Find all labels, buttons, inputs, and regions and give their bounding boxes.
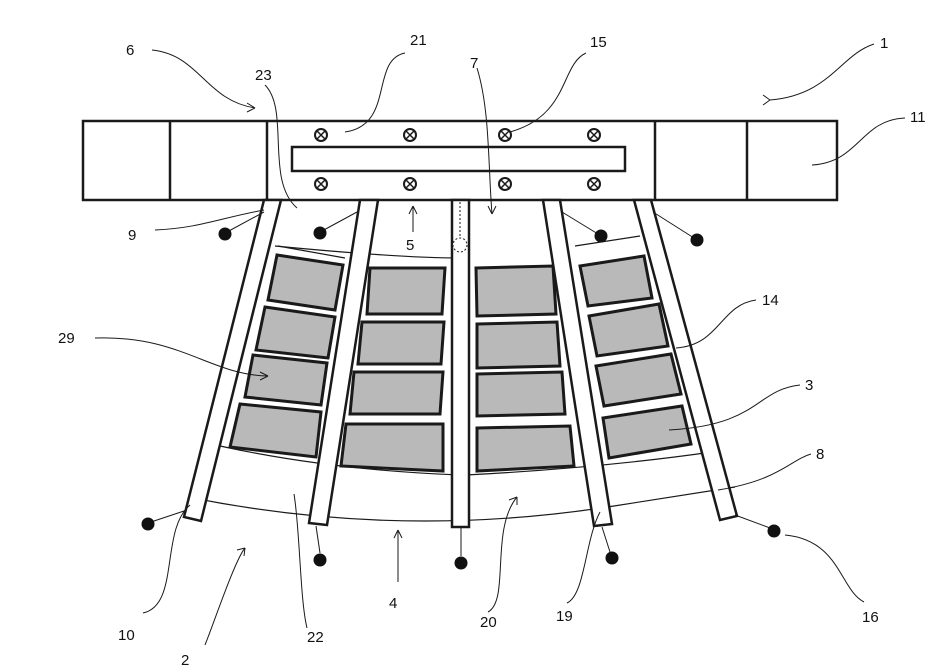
sensor-icon	[452, 237, 468, 253]
display-cell	[475, 424, 576, 473]
center-slot	[290, 145, 627, 173]
reference-numerals: 1 6 21 15 23 7 11 9 5 14 29 3 8 4 10 22 …	[58, 32, 926, 669]
screw-icon	[587, 128, 601, 142]
label-15: 15	[590, 34, 607, 51]
label-21: 21	[410, 32, 427, 49]
ball-pin	[690, 233, 704, 247]
display-cell	[475, 320, 562, 370]
label-7: 7	[470, 55, 478, 72]
display-cell	[356, 320, 446, 366]
display-cell	[266, 253, 345, 312]
display-cell	[365, 266, 447, 316]
label-29: 29	[58, 330, 75, 347]
rails	[182, 198, 739, 529]
ball-pin	[313, 553, 327, 567]
display-cell	[601, 404, 693, 460]
display-cell	[475, 370, 567, 418]
ball-pin	[605, 551, 619, 565]
label-14: 14	[762, 292, 779, 309]
display-cell	[254, 305, 337, 360]
rail	[541, 198, 614, 528]
label-2: 2	[181, 652, 189, 669]
top-beam	[81, 119, 839, 202]
display-cell	[228, 402, 323, 459]
label-8: 8	[816, 446, 824, 463]
label-1: 1	[880, 35, 888, 52]
ball-pin	[218, 227, 232, 241]
screw-icon	[587, 177, 601, 191]
display-cell	[243, 353, 329, 407]
ball-pin	[313, 226, 327, 240]
label-6: 6	[126, 42, 134, 59]
label-22: 22	[307, 629, 324, 646]
display-cell	[594, 352, 683, 408]
screw-icon	[314, 177, 328, 191]
label-10: 10	[118, 627, 135, 644]
ball-pin	[767, 524, 781, 538]
display-cell	[339, 422, 445, 473]
label-16: 16	[862, 609, 879, 626]
display-cell	[348, 370, 445, 416]
label-3: 3	[805, 377, 813, 394]
ball-pin	[141, 517, 155, 531]
label-5: 5	[406, 237, 414, 254]
screw-icon	[498, 128, 512, 142]
ball-pin	[594, 229, 608, 243]
screw-icon	[498, 177, 512, 191]
screw-icon	[403, 128, 417, 142]
display-cell	[578, 254, 654, 308]
ball-pin	[454, 556, 468, 570]
label-9: 9	[128, 227, 136, 244]
label-23: 23	[255, 67, 272, 84]
ball-pins	[141, 211, 781, 570]
screw-icon	[403, 177, 417, 191]
display-cell	[587, 302, 670, 358]
leader-lines	[94, 43, 906, 646]
display-cells	[228, 253, 693, 473]
rail	[182, 198, 283, 523]
display-cell	[474, 264, 558, 318]
label-20: 20	[480, 614, 497, 631]
rail	[450, 198, 471, 529]
label-19: 19	[556, 608, 573, 625]
label-11: 11	[910, 109, 926, 126]
label-4: 4	[389, 595, 397, 612]
rail	[307, 198, 380, 527]
screw-icon	[314, 128, 328, 142]
screws	[314, 128, 601, 191]
